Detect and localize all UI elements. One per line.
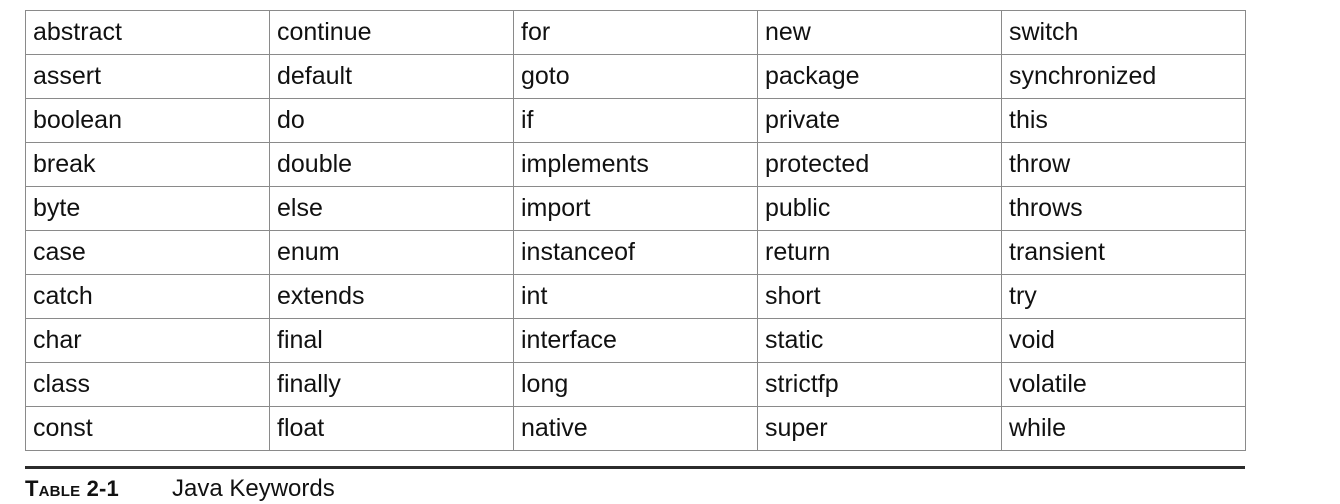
keyword-cell: private xyxy=(757,98,1002,143)
keyword-cell: this xyxy=(1001,98,1246,143)
keyword-cell: while xyxy=(1001,406,1246,451)
keyword-cell: for xyxy=(513,10,758,55)
keyword-cell: int xyxy=(513,274,758,319)
keyword-cell: abstract xyxy=(25,10,270,55)
keyword-cell: boolean xyxy=(25,98,270,143)
keyword-cell: instanceof xyxy=(513,230,758,275)
keyword-cell: double xyxy=(269,142,514,187)
keyword-cell: enum xyxy=(269,230,514,275)
keyword-cell: super xyxy=(757,406,1002,451)
keyword-cell: try xyxy=(1001,274,1246,319)
keyword-cell: catch xyxy=(25,274,270,319)
keyword-cell: return xyxy=(757,230,1002,275)
caption-title: Java Keywords xyxy=(172,475,335,502)
keyword-cell: goto xyxy=(513,54,758,99)
caption-label: Table 2-1 xyxy=(25,476,119,501)
keyword-cell: extends xyxy=(269,274,514,319)
keyword-cell: if xyxy=(513,98,758,143)
caption-divider xyxy=(25,466,1245,469)
keyword-cell: package xyxy=(757,54,1002,99)
keyword-cell: switch xyxy=(1001,10,1246,55)
keyword-cell: final xyxy=(269,318,514,363)
keyword-cell: class xyxy=(25,362,270,407)
keyword-cell: finally xyxy=(269,362,514,407)
keyword-cell: throw xyxy=(1001,142,1246,187)
keyword-cell: break xyxy=(25,142,270,187)
keyword-cell: float xyxy=(269,406,514,451)
keyword-cell: strictfp xyxy=(757,362,1002,407)
keyword-cell: public xyxy=(757,186,1002,231)
keyword-cell: char xyxy=(25,318,270,363)
keyword-cell: do xyxy=(269,98,514,143)
keyword-cell: volatile xyxy=(1001,362,1246,407)
keyword-cell: long xyxy=(513,362,758,407)
keyword-cell: else xyxy=(269,186,514,231)
keyword-cell: synchronized xyxy=(1001,54,1246,99)
keyword-cell: void xyxy=(1001,318,1246,363)
keyword-cell: case xyxy=(25,230,270,275)
keyword-cell: protected xyxy=(757,142,1002,187)
keyword-cell: implements xyxy=(513,142,758,187)
keyword-cell: const xyxy=(25,406,270,451)
keyword-cell: native xyxy=(513,406,758,451)
keyword-cell: import xyxy=(513,186,758,231)
keyword-cell: new xyxy=(757,10,1002,55)
keyword-cell: static xyxy=(757,318,1002,363)
keyword-cell: default xyxy=(269,54,514,99)
keyword-cell: throws xyxy=(1001,186,1246,231)
keyword-cell: assert xyxy=(25,54,270,99)
keyword-cell: transient xyxy=(1001,230,1246,275)
keyword-cell: continue xyxy=(269,10,514,55)
keyword-cell: short xyxy=(757,274,1002,319)
keyword-cell: interface xyxy=(513,318,758,363)
keyword-cell: byte xyxy=(25,186,270,231)
table-caption: Table 2-1 Java Keywords xyxy=(25,474,335,504)
